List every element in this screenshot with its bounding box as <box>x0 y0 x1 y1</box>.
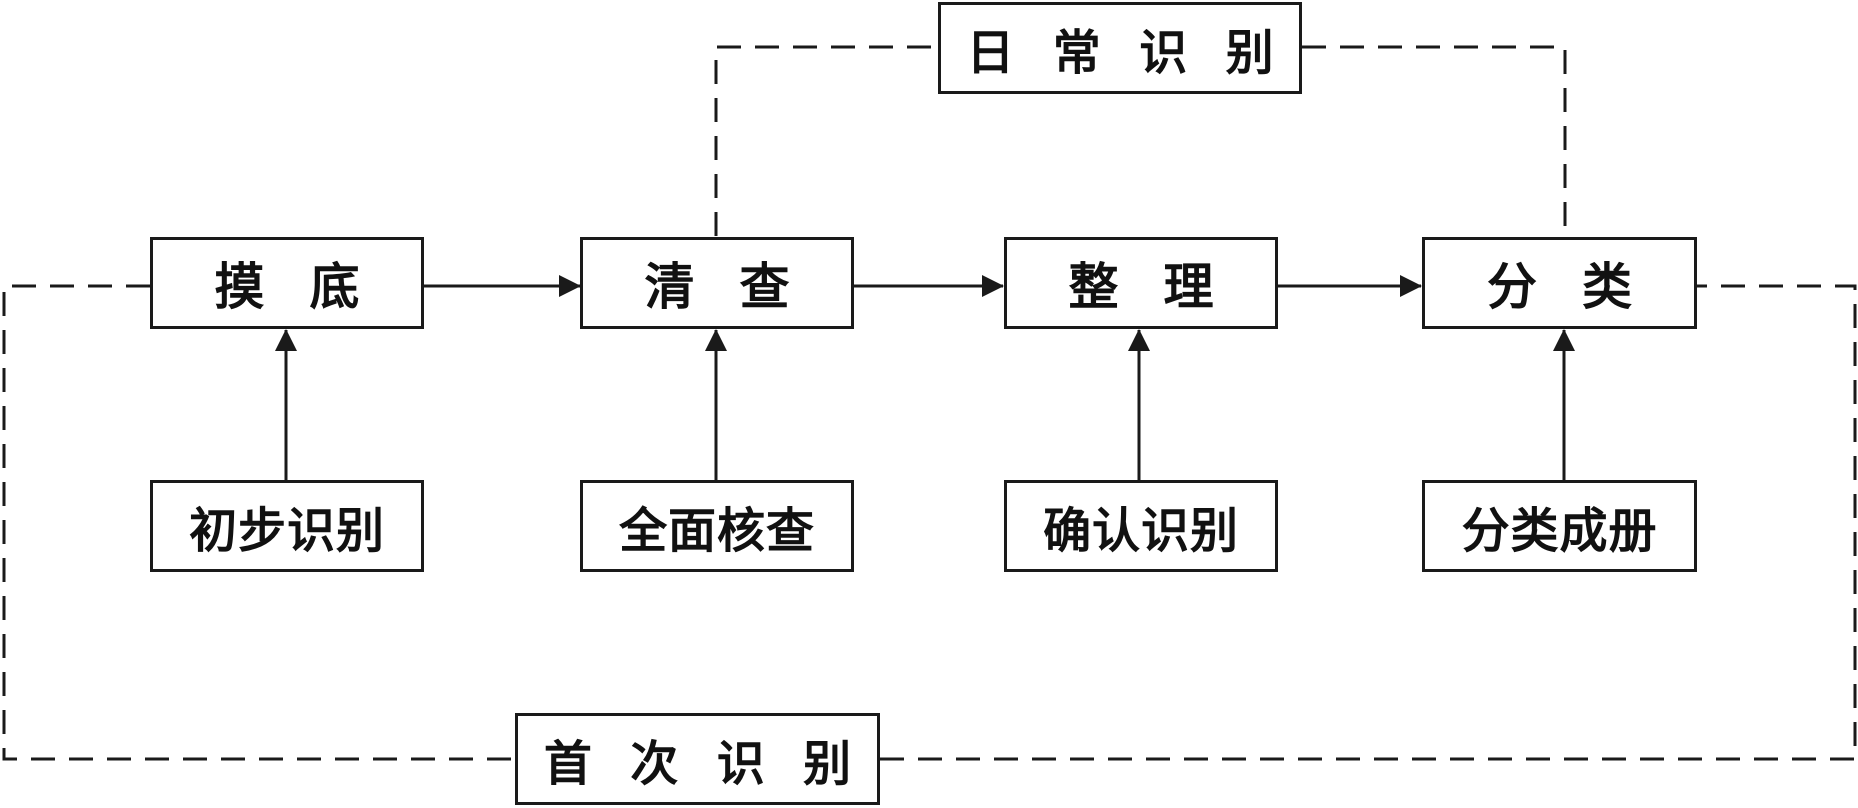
dashed-loop-first <box>2 284 1857 761</box>
sub-step-full-verification-label: 全面核查 <box>619 503 815 559</box>
sub-step-initial-identification-label: 初步识别 <box>189 503 385 559</box>
sub-step-initial-identification: 初步识别 <box>150 480 424 572</box>
sub-step-full-verification: 全面核查 <box>580 480 854 572</box>
process-step-survey: 摸底 <box>150 237 424 329</box>
first-identification-label: 首次识别 <box>543 736 890 792</box>
process-step-organize: 整理 <box>1004 237 1278 329</box>
process-step-check-label: 清查 <box>644 258 835 316</box>
process-step-classify: 分类 <box>1422 237 1697 329</box>
sub-step-classify-into-register: 分类成册 <box>1422 480 1697 572</box>
first-identification-box: 首次识别 <box>515 713 880 805</box>
process-step-organize-label: 整理 <box>1068 258 1259 316</box>
daily-identification-box: 日常识别 <box>938 2 1302 94</box>
process-step-classify-label: 分类 <box>1487 258 1677 316</box>
sub-step-confirm-identification-label: 确认识别 <box>1043 503 1239 559</box>
sub-step-classify-into-register-label: 分类成册 <box>1461 503 1658 559</box>
process-step-check: 清查 <box>580 237 854 329</box>
process-step-survey-label: 摸底 <box>214 258 405 316</box>
daily-identification-label: 日常识别 <box>966 25 1312 81</box>
sub-step-confirm-identification: 确认识别 <box>1004 480 1278 572</box>
dashed-loop-daily <box>714 45 1567 236</box>
